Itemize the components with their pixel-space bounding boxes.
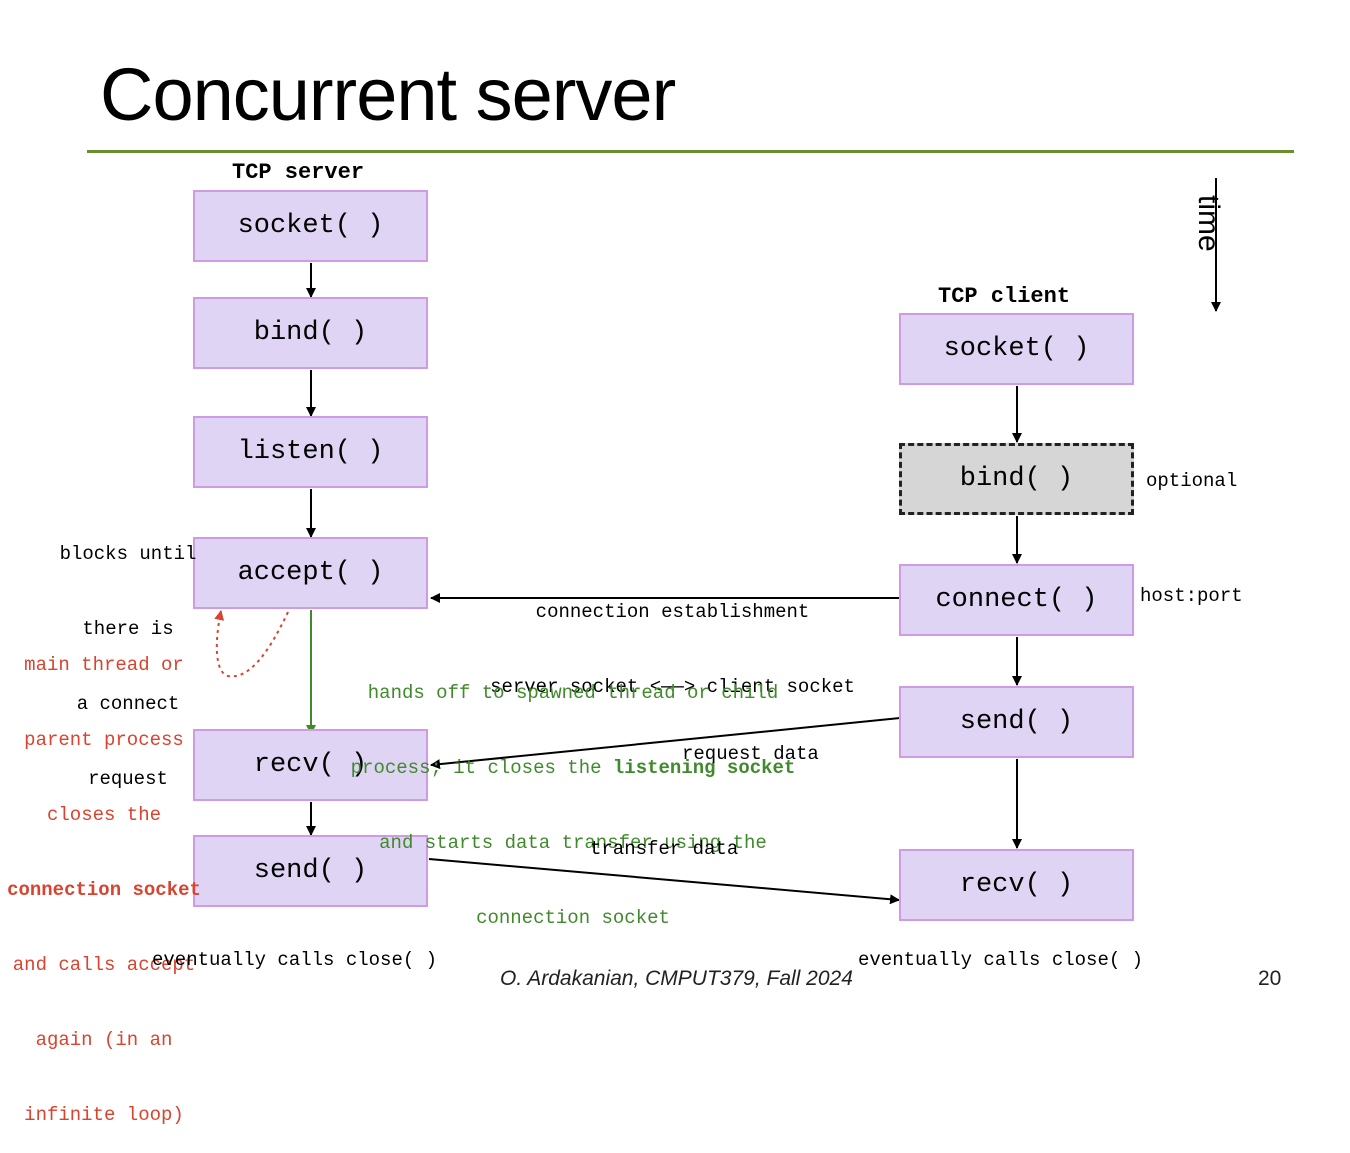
client-bind-box: bind( ) [899, 443, 1134, 515]
client-connect-box: connect( ) [899, 564, 1134, 636]
main-thread-note: main thread or parent process closes the… [7, 654, 201, 1126]
page-number: 20 [1258, 967, 1282, 990]
server-accept-box: accept( ) [193, 537, 428, 609]
optional-note: optional [1146, 470, 1238, 492]
server-recv-box: recv( ) [193, 729, 428, 801]
server-header: TCP server [232, 160, 365, 185]
server-listen-box: listen( ) [193, 416, 428, 488]
client-send-box: send( ) [899, 686, 1134, 758]
server-socket-box: socket( ) [193, 190, 428, 262]
slide-title: Concurrent server [100, 53, 676, 136]
client-recv-box: recv( ) [899, 849, 1134, 921]
accept-blocking-note: blocks until there is a connect request [59, 543, 197, 790]
flow-arrows [214, 178, 1221, 905]
arrow-send-recv [430, 717, 901, 770]
arrow-send-client-recv [428, 858, 900, 905]
client-close-note: eventually calls close( ) [858, 949, 1144, 971]
handoff-note: hands off to spawned thread or child pro… [350, 682, 796, 929]
server-bind-box: bind( ) [193, 297, 428, 369]
arrow-loop-accept [214, 610, 289, 678]
client-socket-box: socket( ) [899, 313, 1134, 385]
slide-footer: O. Ardakanian, CMPUT379, Fall 2024 [500, 967, 853, 990]
server-close-note: eventually calls close( ) [152, 949, 438, 971]
establishment-label: connection establishment server socket <… [490, 601, 855, 698]
request-data-label: request data [682, 743, 819, 765]
transfer-data-label: transfer data [590, 838, 739, 860]
time-label: time [1192, 195, 1225, 252]
client-header: TCP client [938, 284, 1071, 309]
server-send-box: send( ) [193, 835, 428, 907]
title-divider [87, 150, 1294, 153]
host-port-note: host:port [1140, 585, 1243, 607]
